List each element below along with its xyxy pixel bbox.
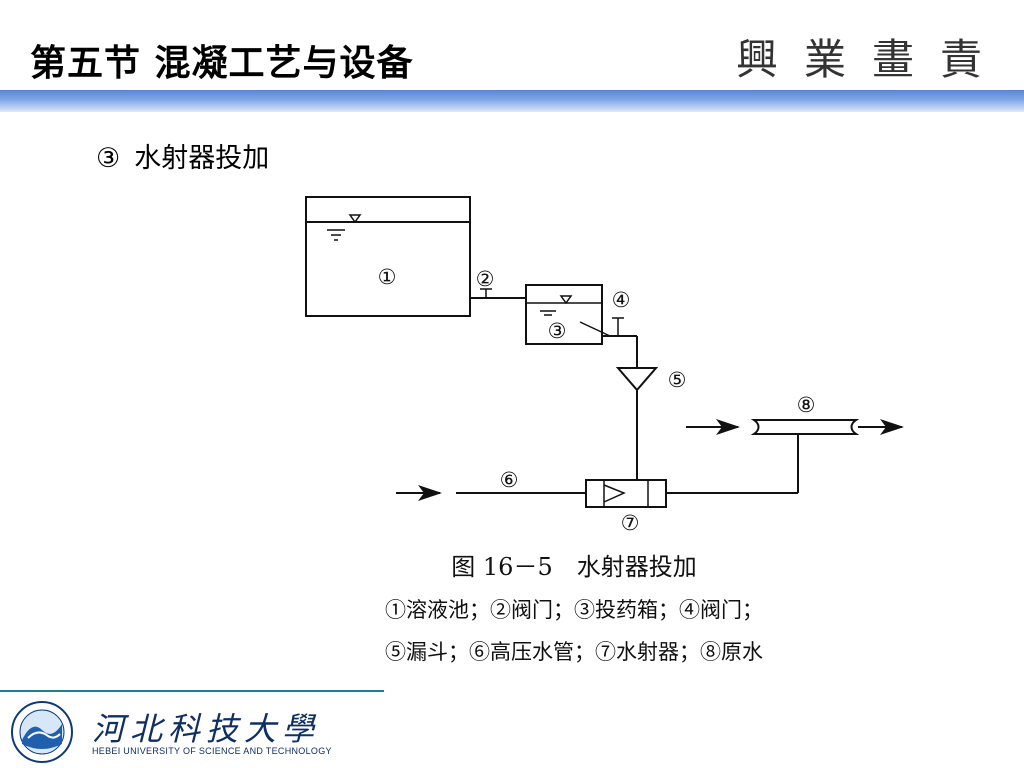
label-raw-water: ⑧ bbox=[797, 393, 816, 417]
ejector-nozzle bbox=[603, 484, 626, 503]
ejector bbox=[585, 479, 667, 508]
section-heading-text: 水射器投加 bbox=[134, 143, 270, 174]
slide-title: 第五节 混凝工艺与设备 bbox=[30, 43, 414, 84]
footer-divider bbox=[0, 690, 384, 692]
water-level-marker-icon bbox=[348, 214, 362, 224]
header-band bbox=[0, 90, 1024, 112]
figure-legend-line-1: ①溶液池；②阀门；③投药箱；④阀门； bbox=[385, 598, 763, 622]
solution-tank bbox=[305, 196, 471, 317]
label-valve-4: ④ bbox=[612, 288, 631, 312]
dosing-box bbox=[525, 284, 603, 345]
funnel bbox=[615, 367, 659, 392]
motto-calligraphy: 興業畫責 bbox=[735, 35, 1008, 84]
figure-legend-line-2: ⑤漏斗；⑥高压水管；⑦水射器；⑧原水 bbox=[385, 640, 763, 664]
label-ejector: ⑦ bbox=[621, 511, 640, 535]
label-solution-tank: ① bbox=[378, 265, 397, 289]
university-emblem-icon bbox=[11, 701, 73, 763]
university-name-cn: 河北科技大學 bbox=[92, 710, 321, 748]
float-arm bbox=[579, 321, 611, 337]
label-valve-2: ② bbox=[476, 267, 495, 291]
raw-water-pipe bbox=[750, 419, 860, 435]
figure-caption: 图 16－5 水射器投加 bbox=[451, 553, 696, 581]
label-high-pressure-pipe: ⑥ bbox=[500, 468, 519, 492]
university-name-en: HEBEI UNIVERSITY OF SCIENCE AND TECHNOLO… bbox=[92, 746, 332, 756]
label-dosing-box: ③ bbox=[548, 319, 567, 343]
section-heading: ③ 水射器投加 bbox=[96, 136, 269, 175]
section-number: ③ bbox=[96, 143, 121, 174]
dosing-box-level-marker-icon bbox=[559, 295, 573, 305]
label-funnel: ⑤ bbox=[668, 368, 687, 392]
